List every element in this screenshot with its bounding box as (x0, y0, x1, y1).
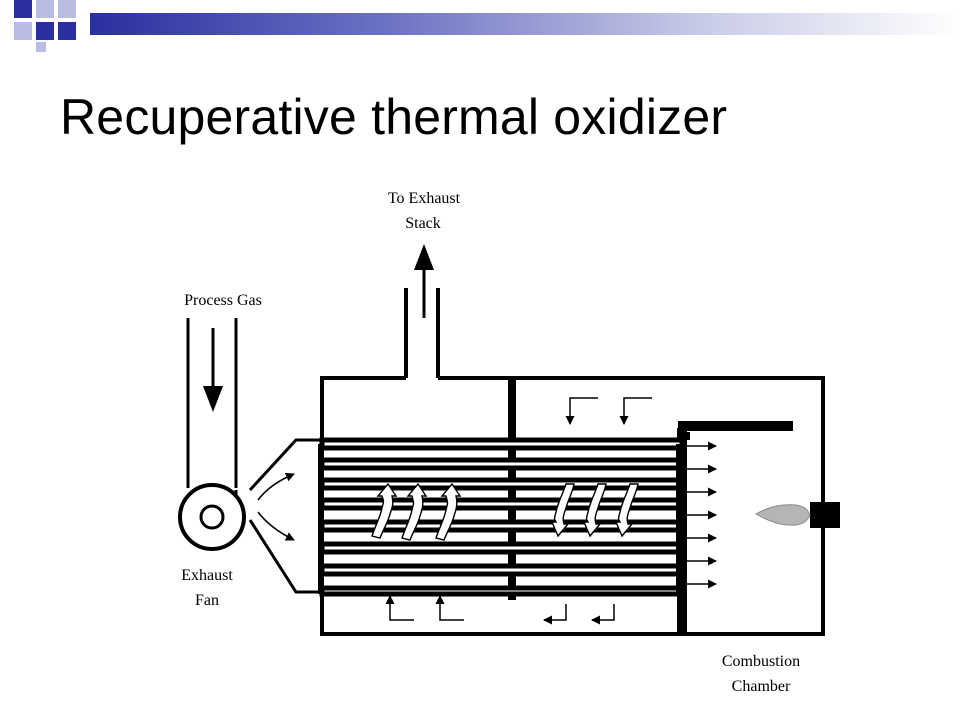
oxidizer-housing (320, 376, 825, 636)
burner-flame-icon (754, 504, 811, 526)
exhaust-stack (404, 288, 440, 378)
decor-square-6 (58, 22, 76, 40)
label-exhaust-stack-line2: Stack (405, 215, 441, 232)
slide-title: Recuperative thermal oxidizer (60, 89, 728, 145)
wavy-arrows-up (371, 482, 462, 541)
label-exhaust-fan-line2: Fan (195, 592, 219, 609)
decor-square-5 (36, 22, 54, 40)
wavy-arrows-down (550, 483, 639, 538)
process-gas-duct (186, 318, 238, 488)
label-exhaust-stack-line1: To Exhaust (388, 190, 461, 207)
shell-flow-arrows-bottom (385, 595, 615, 625)
fan-discharge-arrows (257, 472, 295, 541)
label-combustion-line2: Chamber (732, 678, 791, 695)
title-decoration (0, 0, 960, 52)
label-combustion-line1: Combustion (722, 653, 800, 670)
decor-square-1 (14, 0, 32, 18)
label-process-gas: Process Gas (184, 292, 262, 309)
decor-square-2 (36, 0, 54, 18)
tube-outlet-arrows (686, 441, 717, 589)
title-gradient-band (90, 13, 960, 35)
decor-square-3 (58, 0, 76, 18)
decor-square-7 (36, 42, 46, 52)
burner (810, 502, 840, 528)
decor-square-4 (14, 22, 32, 40)
inlet-cone (248, 438, 322, 594)
tube-bank-ends (318, 444, 682, 594)
shell-flow-arrows-top (565, 397, 652, 425)
process-gas-arrowhead (203, 386, 223, 412)
label-exhaust-fan-line1: Exhaust (181, 567, 233, 584)
exhaust-fan (178, 483, 246, 551)
exhaust-up-arrowhead (414, 244, 434, 270)
